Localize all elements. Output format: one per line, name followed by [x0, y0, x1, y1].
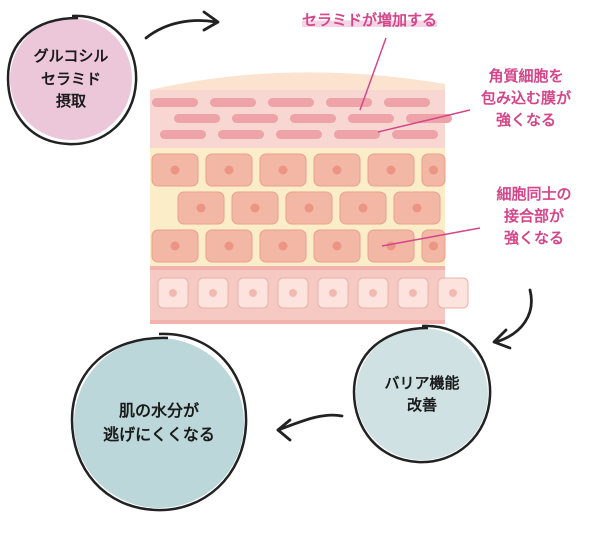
annotation-junction: 細胞同士の 接合部が 強くなる — [496, 185, 572, 247]
node-barrier-improvement: バリア機能 改善 — [356, 328, 488, 460]
cell-nucleus — [224, 165, 234, 175]
corneocyte — [384, 98, 430, 107]
cell-nucleus — [369, 289, 377, 297]
corneocyte — [334, 130, 380, 139]
cell-nucleus — [170, 241, 180, 251]
cell-nucleus — [386, 165, 396, 175]
cell-nucleus — [449, 289, 457, 297]
corneocyte — [392, 130, 438, 139]
cell-nucleus — [250, 203, 260, 213]
corneocyte — [210, 98, 256, 107]
corneocyte — [160, 130, 206, 139]
cell-nucleus — [278, 165, 288, 175]
corneocyte — [406, 114, 452, 123]
cell-nucleus — [169, 289, 177, 297]
cell-nucleus — [358, 203, 368, 213]
corneocyte — [218, 130, 264, 139]
corneocyte — [232, 114, 278, 123]
corneocyte — [326, 98, 372, 107]
cell-nucleus — [412, 203, 422, 213]
cell-nucleus — [409, 289, 417, 297]
cell-nucleus — [224, 241, 234, 251]
cell-nucleus — [196, 203, 206, 213]
cell-nucleus — [289, 289, 297, 297]
cell-nucleus — [304, 203, 314, 213]
corneocyte — [268, 98, 314, 107]
cell-nucleus — [170, 165, 180, 175]
node-glucosylceramide-intake: グルコシル セラミド 摂取 — [10, 18, 132, 140]
corneocyte — [152, 98, 198, 107]
cell-nucleus — [429, 241, 438, 251]
corneocyte — [174, 114, 220, 123]
annotation-ceramide: セラミドが増加する — [302, 11, 438, 29]
cell-nucleus — [332, 165, 342, 175]
cell-nucleus — [386, 241, 396, 251]
cell-nucleus — [332, 241, 342, 251]
cell-nucleus — [278, 241, 288, 251]
corneocyte — [348, 114, 394, 123]
cell-nucleus — [249, 289, 257, 297]
cell-nucleus — [329, 289, 337, 297]
node-moisture-retention: 肌の水分が 逃げにくくなる — [74, 338, 244, 508]
cell-nucleus — [209, 289, 217, 297]
corneocyte — [290, 114, 336, 123]
annotation-corneocyte: 角質細胞を 包み込む膜が 強くなる — [480, 67, 571, 129]
corneocyte — [276, 130, 322, 139]
cell-nucleus — [429, 165, 438, 175]
